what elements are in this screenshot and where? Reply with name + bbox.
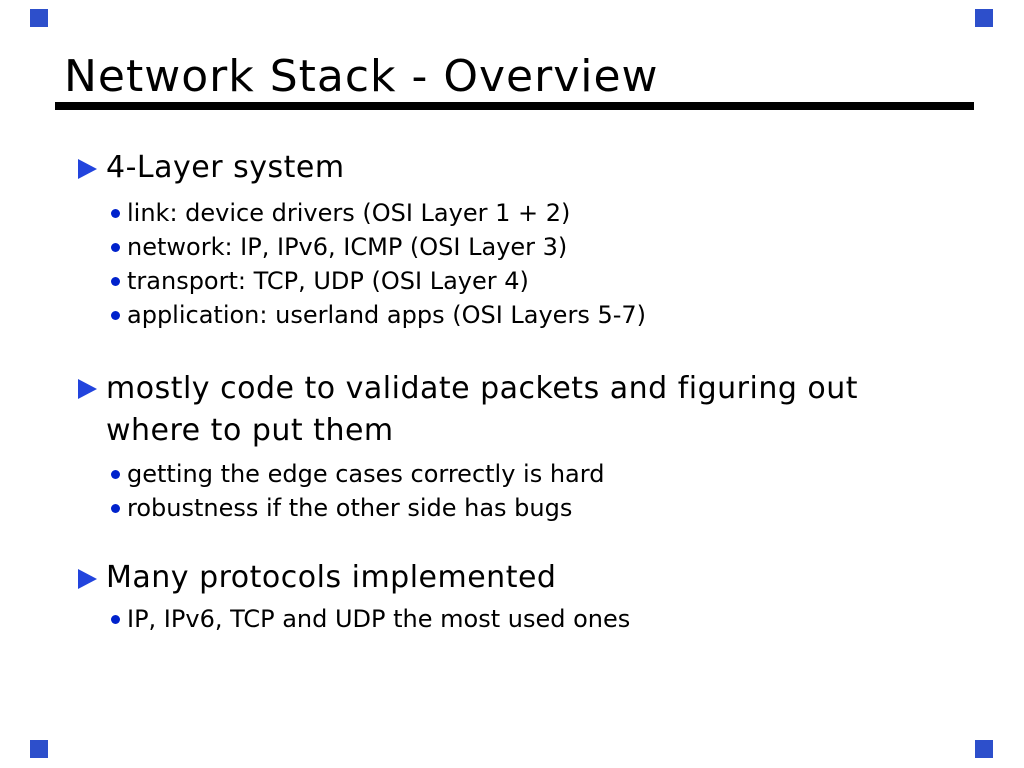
sub-bullet-list: IP, IPv6, TCP and UDP the most used ones bbox=[78, 602, 978, 636]
bullet-label: mostly code to validate packets and figu… bbox=[106, 371, 859, 448]
title-underline bbox=[55, 102, 974, 110]
dot-bullet-icon bbox=[111, 615, 120, 624]
sub-bullet-item: IP, IPv6, TCP and UDP the most used ones bbox=[78, 602, 978, 636]
sub-bullet-item: transport: TCP, UDP (OSI Layer 4) bbox=[78, 264, 978, 298]
sub-bullet-list: link: device drivers (OSI Layer 1 + 2) n… bbox=[78, 196, 978, 332]
bullet-item: 4-Layer system bbox=[78, 148, 978, 188]
sub-bullet-label: IP, IPv6, TCP and UDP the most used ones bbox=[127, 605, 631, 633]
bullet-label: Many protocols implemented bbox=[106, 560, 557, 595]
bullet-item: mostly code to validate packets and figu… bbox=[78, 368, 978, 452]
sub-bullet-label: getting the edge cases correctly is hard bbox=[127, 460, 605, 488]
bullet-label: 4-Layer system bbox=[106, 150, 345, 185]
corner-marker-top-left bbox=[30, 9, 48, 27]
sub-bullet-label: robustness if the other side has bugs bbox=[127, 494, 573, 522]
bullet-item: Many protocols implemented bbox=[78, 558, 978, 598]
slide-title: Network Stack - Overview bbox=[64, 51, 659, 102]
corner-marker-bottom-right bbox=[975, 740, 993, 758]
sub-bullet-item: link: device drivers (OSI Layer 1 + 2) bbox=[78, 196, 978, 230]
dot-bullet-icon bbox=[111, 209, 120, 218]
dot-bullet-icon bbox=[111, 277, 120, 286]
sub-bullet-label: transport: TCP, UDP (OSI Layer 4) bbox=[127, 267, 529, 295]
corner-marker-bottom-left bbox=[30, 740, 48, 758]
sub-bullet-label: network: IP, IPv6, ICMP (OSI Layer 3) bbox=[127, 233, 568, 261]
sub-bullet-item: robustness if the other side has bugs bbox=[78, 491, 978, 525]
slide-body: 4-Layer system link: device drivers (OSI… bbox=[78, 148, 978, 636]
sub-bullet-item: getting the edge cases correctly is hard bbox=[78, 457, 978, 491]
dot-bullet-icon bbox=[111, 504, 120, 513]
triangle-bullet-icon bbox=[78, 569, 97, 589]
corner-marker-top-right bbox=[975, 9, 993, 27]
sub-bullet-item: application: userland apps (OSI Layers 5… bbox=[78, 298, 978, 332]
sub-bullet-label: link: device drivers (OSI Layer 1 + 2) bbox=[127, 199, 571, 227]
dot-bullet-icon bbox=[111, 311, 120, 320]
sub-bullet-item: network: IP, IPv6, ICMP (OSI Layer 3) bbox=[78, 230, 978, 264]
dot-bullet-icon bbox=[111, 470, 120, 479]
triangle-bullet-icon bbox=[78, 159, 97, 179]
triangle-bullet-icon bbox=[78, 379, 97, 399]
dot-bullet-icon bbox=[111, 243, 120, 252]
sub-bullet-list: getting the edge cases correctly is hard… bbox=[78, 457, 978, 525]
sub-bullet-label: application: userland apps (OSI Layers 5… bbox=[127, 301, 647, 329]
